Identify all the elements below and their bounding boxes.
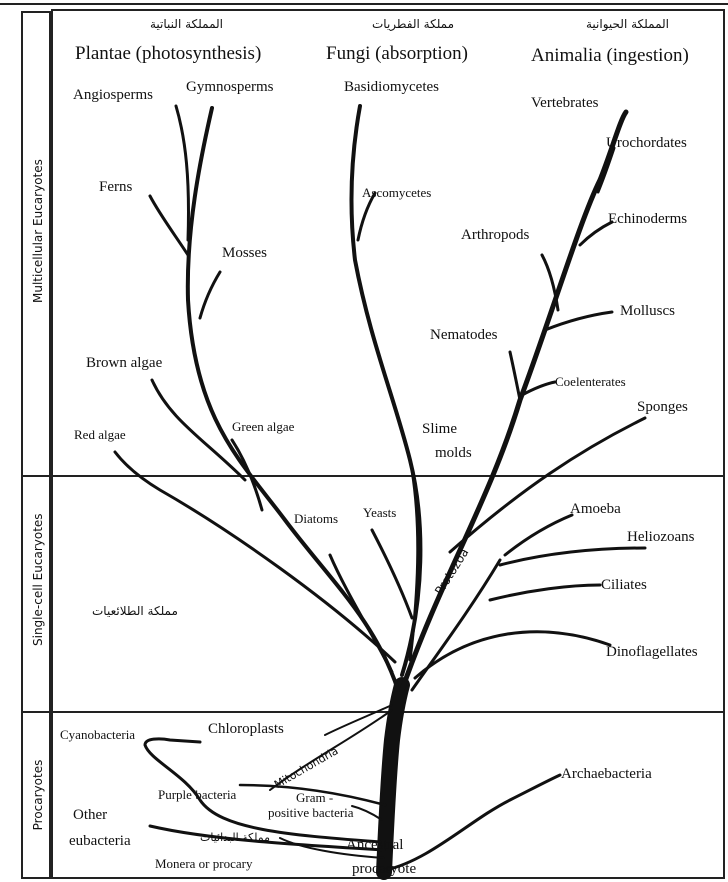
label-gram-positive-2: positive bacteria bbox=[268, 806, 354, 819]
branch-animal-main bbox=[402, 112, 626, 690]
label-slime-molds-1: Slime bbox=[422, 422, 457, 437]
animalia-label: Animalia (ingestion) bbox=[531, 46, 689, 65]
label-ancestral-1: Ancestral bbox=[346, 838, 403, 853]
label-monera: Monera or procary bbox=[155, 857, 252, 870]
zone-label-multicellular: Multicellular Eucaryotes bbox=[31, 175, 45, 303]
label-sponges: Sponges bbox=[637, 400, 688, 415]
label-basidiomycetes: Basidiomycetes bbox=[344, 80, 439, 95]
label-angiosperms: Angiosperms bbox=[73, 88, 153, 103]
branch-yeasts bbox=[372, 530, 412, 618]
label-brown-algae: Brown algae bbox=[86, 356, 162, 371]
branch-chloroplasts bbox=[325, 705, 392, 735]
label-gymnosperms: Gymnosperms bbox=[186, 80, 274, 95]
branch-ferns bbox=[150, 196, 188, 255]
branch-amoeba bbox=[505, 515, 572, 555]
fungi-arabic-label: مملكة الفطريات bbox=[372, 18, 454, 30]
label-diatoms: Diatoms bbox=[294, 512, 338, 525]
label-echinoderms: Echinoderms bbox=[608, 212, 687, 227]
branch-heliozoans bbox=[500, 548, 645, 565]
label-cyanobacteria: Cyanobacteria bbox=[60, 728, 135, 741]
label-archaebacteria: Archaebacteria bbox=[561, 767, 652, 782]
plantae-arabic-label: المملكة النباتية bbox=[150, 18, 223, 30]
protista-arabic-label: مملكة الطلائعيات bbox=[92, 605, 178, 617]
branch-gram-positive bbox=[352, 806, 382, 820]
monera-arabic-label: مملكة البدائيات bbox=[200, 832, 270, 843]
branch-molluscs bbox=[545, 312, 612, 330]
branch-nematodes bbox=[510, 352, 520, 400]
label-dinoflagellates: Dinoflagellates bbox=[606, 645, 698, 660]
zone-label-single-cell: Single-cell Eucaryotes bbox=[31, 538, 45, 646]
label-urochordates: Urochordates bbox=[606, 136, 687, 151]
branch-arthropods bbox=[542, 255, 558, 310]
label-vertebrates: Vertebrates bbox=[531, 96, 598, 111]
branch-archaebacteria bbox=[386, 775, 560, 870]
fungi-label: Fungi (absorption) bbox=[326, 44, 468, 63]
label-chloroplasts: Chloroplasts bbox=[208, 722, 284, 737]
branch-urochordates bbox=[598, 148, 614, 192]
branch-sponges bbox=[450, 418, 645, 552]
label-heliozoans: Heliozoans bbox=[627, 530, 694, 545]
label-other-eubacteria-1: Other bbox=[73, 808, 107, 823]
label-nematodes: Nematodes bbox=[430, 328, 497, 343]
label-mosses: Mosses bbox=[222, 246, 267, 261]
label-other-eubacteria-2: eubacteria bbox=[69, 834, 131, 849]
label-purple-bacteria: Purple bacteria bbox=[158, 788, 236, 801]
branch-ascomycetes bbox=[358, 193, 375, 240]
label-slime-molds-2: molds bbox=[435, 446, 472, 461]
animalia-arabic-label: المملكة الحيوانية bbox=[586, 18, 669, 30]
label-molluscs: Molluscs bbox=[620, 304, 675, 319]
branch-dinoflagellates bbox=[415, 632, 610, 678]
label-ciliates: Ciliates bbox=[601, 578, 647, 593]
label-amoeba: Amoeba bbox=[570, 502, 621, 517]
branch-angiosperms bbox=[176, 106, 189, 240]
label-ancestral-2: procaryote bbox=[352, 862, 416, 877]
label-ascomycetes: Ascomycetes bbox=[362, 186, 431, 199]
label-yeasts: Yeasts bbox=[363, 506, 396, 519]
plantae-label: Plantae (photosynthesis) bbox=[75, 44, 261, 63]
label-red-algae: Red algae bbox=[74, 428, 126, 441]
label-gram-positive-1: Gram - bbox=[296, 791, 333, 804]
branch-mosses bbox=[200, 272, 220, 318]
label-coelenterates: Coelenterates bbox=[555, 375, 626, 388]
zone-label-prokaryotes: Procaryotes bbox=[31, 755, 45, 835]
branch-ciliates bbox=[490, 585, 600, 600]
label-ferns: Ferns bbox=[99, 180, 132, 195]
label-green-algae: Green algae bbox=[232, 420, 294, 433]
label-arthropods: Arthropods bbox=[461, 228, 529, 243]
